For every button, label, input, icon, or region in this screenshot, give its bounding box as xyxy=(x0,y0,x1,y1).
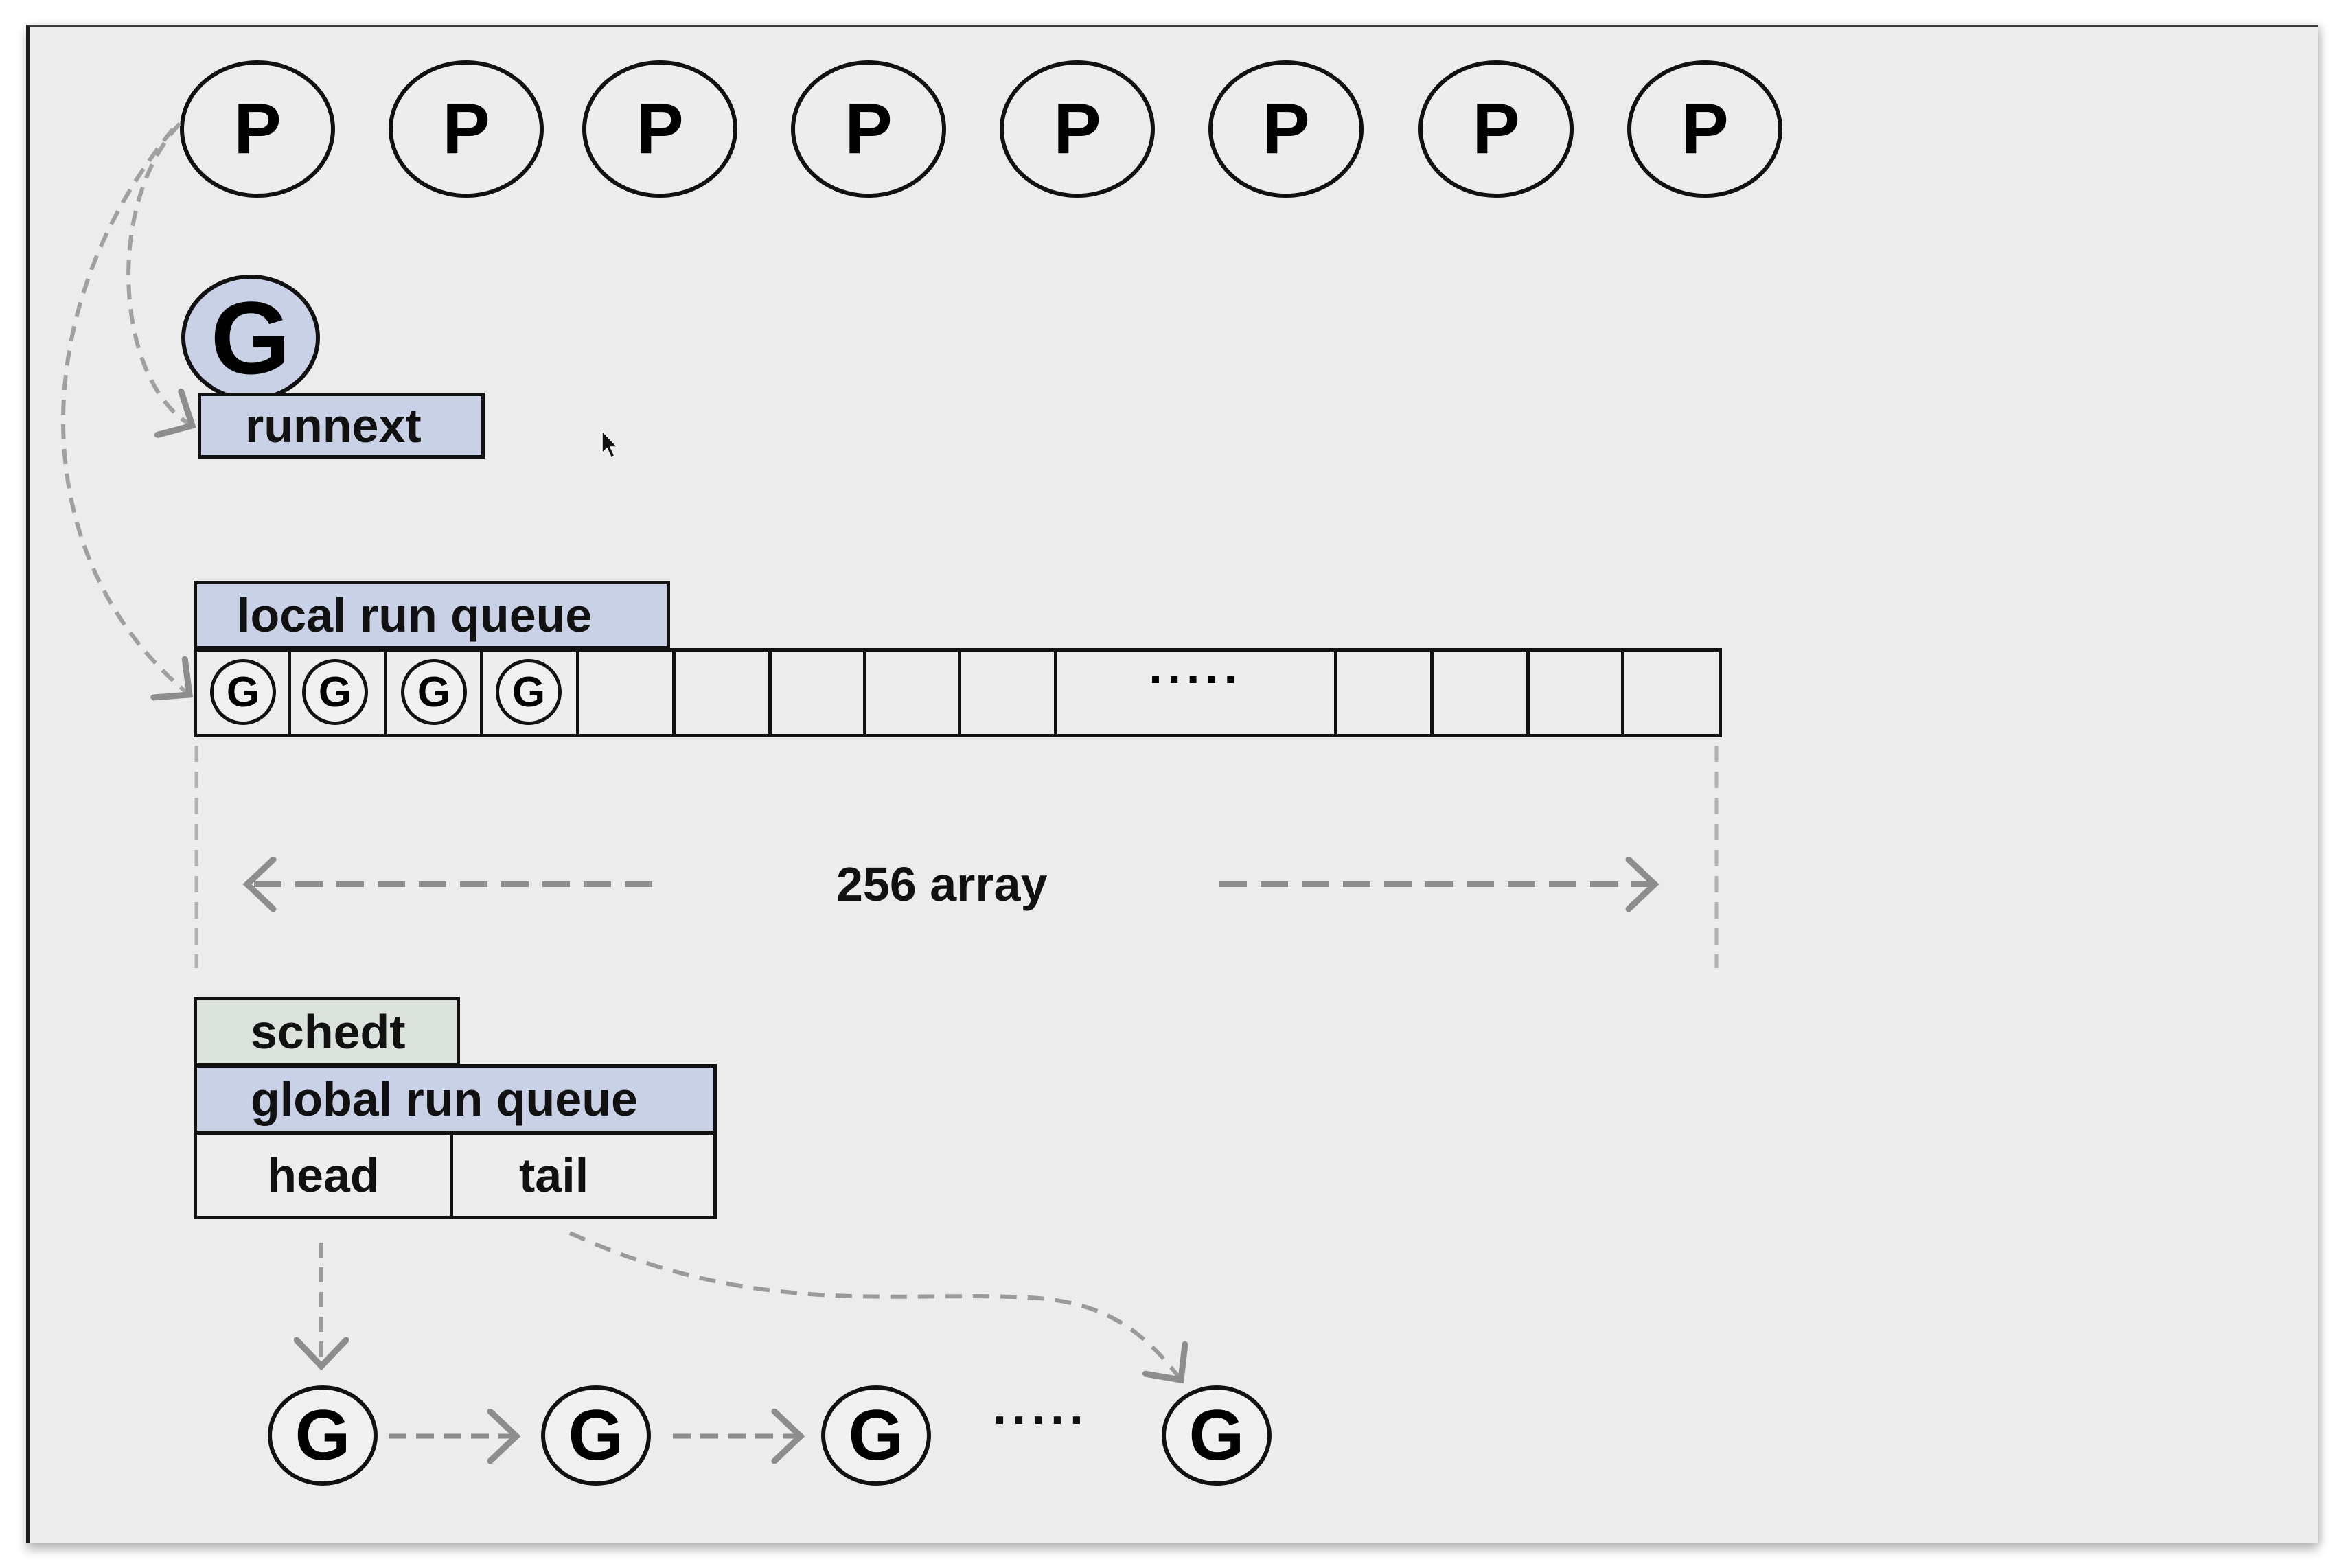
local-run-queue-label: local run queue xyxy=(194,581,670,649)
queue-slot xyxy=(579,649,676,736)
queue-slot xyxy=(1530,649,1624,736)
global-goroutine: G xyxy=(1162,1385,1272,1486)
queued-goroutine: G xyxy=(401,659,467,725)
processor-node: P xyxy=(1627,60,1782,198)
queued-goroutine: G xyxy=(210,659,276,725)
processor-node: P xyxy=(1418,60,1574,198)
queue-ellipsis: ····· xyxy=(1057,649,1337,736)
runnext-goroutine: G xyxy=(181,275,320,401)
queue-slot xyxy=(483,649,579,736)
runnext-label: runnext xyxy=(198,393,485,459)
queue-slot xyxy=(387,649,483,736)
queue-slot xyxy=(676,649,772,736)
queue-slot xyxy=(772,649,866,736)
tail-field: tail xyxy=(450,1131,717,1219)
queue-slot xyxy=(1337,649,1434,736)
global-run-queue-label: global run queue xyxy=(194,1064,717,1134)
queue-slot xyxy=(194,649,291,736)
global-goroutine: G xyxy=(541,1385,651,1486)
processor-node: P xyxy=(791,60,946,198)
queue-slot xyxy=(866,649,961,736)
queue-slot xyxy=(961,649,1057,736)
diagram-frame xyxy=(26,25,2318,1543)
processor-node: P xyxy=(1000,60,1155,198)
queued-goroutine: G xyxy=(302,659,368,725)
schedt-label: schedt xyxy=(194,997,460,1067)
processor-node: P xyxy=(1208,60,1364,198)
array-size-label: 256 array xyxy=(836,857,1048,911)
processor-node: P xyxy=(582,60,737,198)
processor-node: P xyxy=(389,60,544,198)
processor-node: P xyxy=(180,60,335,198)
queued-goroutine: G xyxy=(496,659,562,725)
global-chain-ellipsis: ····· xyxy=(993,1393,1089,1448)
head-field: head xyxy=(194,1131,453,1219)
queue-slot xyxy=(291,649,387,736)
global-goroutine: G xyxy=(821,1385,931,1486)
global-goroutine: G xyxy=(268,1385,378,1486)
queue-slot xyxy=(1434,649,1530,736)
